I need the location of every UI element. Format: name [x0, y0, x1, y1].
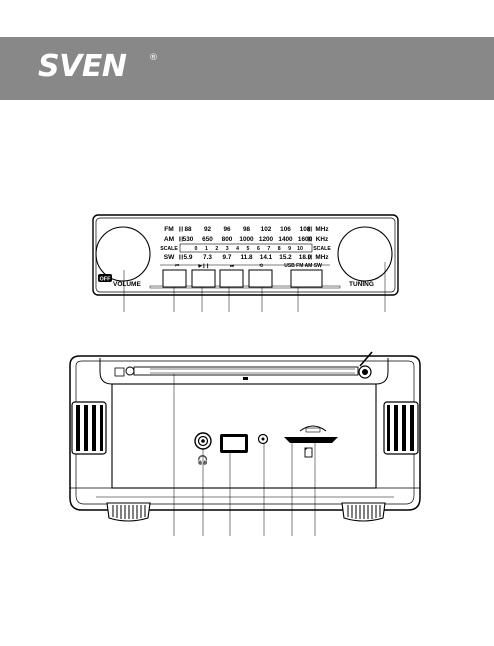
- repeat-button: [248, 269, 273, 288]
- dial-value: 106: [280, 226, 291, 233]
- dial-band-name: FM: [164, 226, 174, 233]
- dial-value: 1000: [239, 236, 254, 243]
- prev-button: [162, 269, 187, 288]
- dial-value: 1200: [259, 236, 274, 243]
- repeat-icon: ⟲: [259, 263, 264, 269]
- dial-value: 650: [202, 236, 213, 243]
- dial-value: 9: [288, 246, 291, 252]
- dial-unit: MHz: [315, 254, 328, 261]
- volume-label: VOLUME: [113, 281, 141, 288]
- dial-value: 92: [204, 226, 212, 233]
- dial-tick-mark: |||: [179, 255, 184, 261]
- band-button-label: USB FM AM SW: [284, 263, 322, 269]
- dial-unit: SCALE: [313, 246, 331, 252]
- next-icon: ⏭: [230, 263, 235, 268]
- left-side-vent: [71, 401, 107, 455]
- dial-tick-mark: |||: [308, 227, 313, 233]
- band-switch: [290, 269, 323, 288]
- dial-value: 88: [184, 226, 192, 233]
- dial-value: 800: [222, 236, 233, 243]
- dc-input-jack: [257, 433, 269, 445]
- prev-icon: ⏮: [175, 263, 179, 268]
- dial-value: 10: [297, 246, 303, 252]
- dial-value: 7.3: [203, 254, 212, 261]
- dial-tick-mark: |||: [179, 237, 184, 243]
- telescopic-antenna: [114, 351, 373, 380]
- dial-tick-mark: |||: [308, 237, 313, 243]
- dial-value: 15.2: [279, 254, 292, 261]
- dial-value: 18.0: [299, 254, 312, 261]
- dial-value: 98: [243, 226, 251, 233]
- dial-tick-mark: |||: [179, 227, 184, 233]
- dial-value: 530: [183, 236, 194, 243]
- scale-frame: [179, 243, 313, 253]
- left-foot: [106, 502, 151, 522]
- dial-value: 5.9: [184, 254, 193, 261]
- rear-callouts: [173, 374, 316, 536]
- dial-value: 4: [236, 246, 239, 252]
- dial-value: 0: [195, 246, 198, 252]
- volume-knob: [95, 226, 151, 282]
- sd-card-slot: [284, 425, 338, 458]
- dial-band-name: AM: [164, 236, 175, 243]
- play-pause-icon: ▶❙❙: [197, 263, 209, 269]
- play-pause-button: [191, 269, 216, 288]
- tuning-label: TUNING: [349, 281, 374, 288]
- dial-value: 14.1: [260, 254, 273, 261]
- dial-value: 9.7: [223, 254, 232, 261]
- dial-value: 8: [278, 246, 281, 252]
- right-side-vent: [383, 401, 419, 455]
- sven-logo: SVEN: [38, 49, 127, 84]
- right-foot: [341, 502, 386, 522]
- dial-unit: KHz: [316, 236, 328, 243]
- tuning-knob: [337, 226, 393, 282]
- header-band: [0, 37, 494, 100]
- usb-port: [220, 434, 248, 453]
- off-label: OFF: [100, 277, 112, 283]
- front-callouts: [123, 262, 386, 312]
- dial-band-name: SW: [164, 254, 175, 261]
- headphone-jack: [194, 432, 212, 450]
- dial-value: 1600: [298, 236, 313, 243]
- off-badge: [98, 274, 112, 282]
- rear-panel: 🎧: [69, 351, 421, 536]
- dial-value: 108: [300, 226, 311, 233]
- dial-value: 1400: [278, 236, 293, 243]
- dial-value: 2: [215, 246, 218, 252]
- dial-value: 6: [257, 246, 260, 252]
- registered-mark: ®: [149, 53, 158, 63]
- dial-value: 96: [223, 226, 231, 233]
- dial-value: 3: [226, 246, 229, 252]
- dial-value: 7: [267, 246, 270, 252]
- dial-unit: MHz: [315, 226, 328, 233]
- dial-value: 1: [205, 246, 208, 252]
- dial-tick-mark: |||: [308, 255, 313, 261]
- dial-value: 102: [261, 226, 272, 233]
- sd-card-icon: [304, 447, 313, 458]
- dial-band-name: SCALE: [160, 246, 178, 252]
- next-button: [219, 269, 244, 288]
- dial-value: 5: [247, 246, 250, 252]
- dial-value: 11.8: [240, 254, 253, 261]
